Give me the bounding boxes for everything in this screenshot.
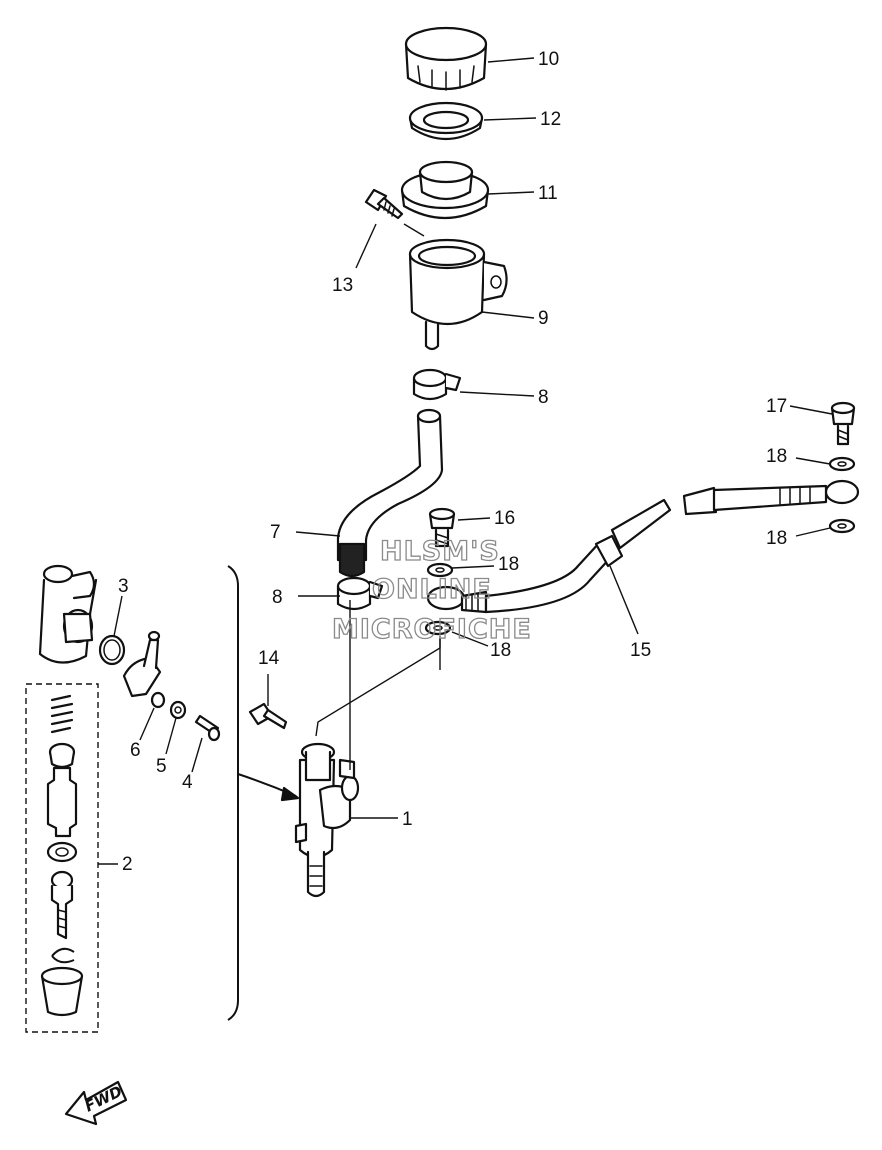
callout-9: 9 bbox=[538, 308, 549, 329]
callout-18-right-upper: 18 bbox=[766, 446, 787, 467]
hose-clamp-lower bbox=[336, 576, 384, 611]
callout-6: 6 bbox=[130, 740, 141, 761]
washer-6 bbox=[150, 691, 166, 709]
callout-10: 10 bbox=[538, 49, 559, 70]
hose-joint bbox=[122, 630, 162, 698]
o-ring bbox=[98, 634, 126, 666]
callout-13: 13 bbox=[332, 275, 353, 296]
cylinder-body-left bbox=[38, 564, 98, 664]
piston-kit bbox=[40, 694, 84, 1017]
master-cylinder bbox=[294, 742, 360, 898]
reservoir-hose bbox=[336, 408, 444, 578]
hose-clamp-upper bbox=[412, 368, 462, 401]
callout-4: 4 bbox=[182, 772, 193, 793]
copper-washer-right-upper bbox=[828, 456, 856, 472]
callout-15: 15 bbox=[630, 640, 651, 661]
diaphragm-plate bbox=[408, 101, 484, 140]
callout-5: 5 bbox=[156, 756, 167, 777]
brake-hose bbox=[426, 479, 860, 614]
union-bolt-14 bbox=[248, 702, 288, 730]
watermark-line-2: ONLINE bbox=[372, 574, 492, 605]
callout-18-center-lower: 18 bbox=[490, 640, 511, 661]
diaphragm bbox=[400, 160, 490, 220]
callout-7: 7 bbox=[270, 522, 281, 543]
callout-12: 12 bbox=[540, 109, 561, 130]
callout-3: 3 bbox=[118, 576, 129, 597]
callout-8-lower: 8 bbox=[272, 587, 283, 608]
union-bolt-16 bbox=[428, 507, 456, 548]
reservoir-screw bbox=[364, 188, 404, 220]
callout-18-right-lower: 18 bbox=[766, 528, 787, 549]
watermark-line-1: HLSM'S bbox=[380, 536, 500, 567]
copper-washer-center-upper bbox=[426, 562, 454, 578]
forward-arrow-icon: FWD bbox=[64, 1080, 128, 1126]
reservoir-cap bbox=[404, 26, 488, 91]
callout-2: 2 bbox=[122, 854, 133, 875]
nut-5 bbox=[169, 700, 187, 720]
callout-18-center-upper: 18 bbox=[498, 554, 519, 575]
callout-8-upper: 8 bbox=[538, 387, 549, 408]
copper-washer-right-lower bbox=[828, 518, 856, 534]
reservoir-tank bbox=[408, 238, 508, 351]
callout-1: 1 bbox=[402, 809, 413, 830]
callout-17: 17 bbox=[766, 396, 787, 417]
screw-4 bbox=[194, 714, 221, 742]
copper-washer-center-lower bbox=[424, 620, 452, 636]
callout-16: 16 bbox=[494, 508, 515, 529]
union-bolt-17 bbox=[830, 401, 856, 446]
callout-11: 11 bbox=[538, 183, 558, 204]
callout-14: 14 bbox=[258, 648, 280, 669]
watermark-line-3: MICROFICHE bbox=[332, 614, 532, 645]
